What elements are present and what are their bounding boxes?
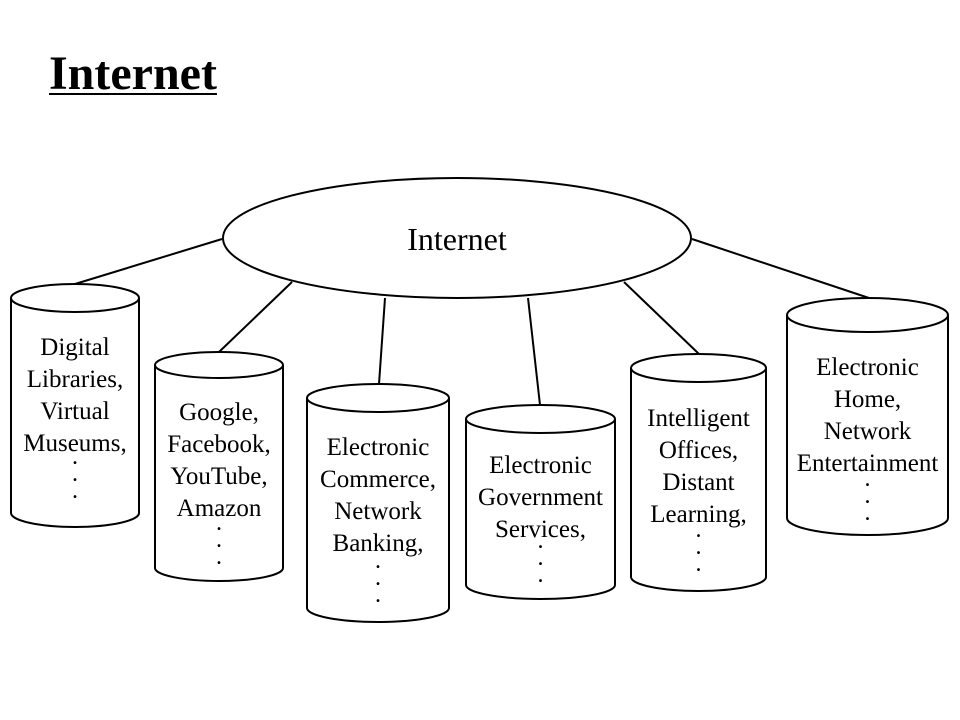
cylinder-body — [10, 298, 140, 528]
ellipsis-dot: . — [538, 545, 544, 571]
cylinder-top — [786, 297, 949, 333]
cylinder-label-line: Electronic — [327, 434, 430, 461]
cylinder-label-line: Intelligent — [647, 405, 750, 432]
cylinder-label-line: Commerce, — [320, 466, 436, 493]
connector-lines — [74, 238, 870, 406]
ellipsis-dot: . — [538, 562, 544, 588]
cylinder-label-line: Services, — [495, 516, 586, 543]
cylinder-body — [154, 365, 284, 582]
cylinder-body — [306, 398, 450, 623]
ellipsis-dot: . — [216, 544, 222, 570]
ellipsis-dot: . — [72, 461, 78, 487]
cylinder-electronic-government: ElectronicGovernmentServices,... — [465, 404, 616, 600]
cylinder-label-line: Learning, — [650, 501, 746, 528]
connector-intelligent-offices — [623, 281, 700, 355]
cylinder-label-line: Banking, — [333, 530, 424, 557]
ellipsis-dot: . — [865, 466, 871, 492]
cylinder-google-facebook: Google, Facebook, YouTube, Amazon... — [154, 351, 284, 582]
cylinder-top — [10, 283, 140, 313]
connector-electronic-commerce — [378, 297, 386, 385]
connector-google-facebook — [218, 281, 293, 353]
cylinder-label-line: Electronic — [816, 354, 919, 381]
service-cylinders: DigitalLibraries,VirtualMuseums,...Googl… — [10, 283, 949, 623]
cylinder-label-line: Network — [824, 418, 912, 445]
connector-electronic-government — [527, 297, 541, 406]
cylinder-body — [630, 368, 767, 592]
ellipsis-dot: . — [72, 478, 78, 504]
ellipsis-dot: . — [216, 510, 222, 536]
ellipsis-dot: . — [538, 528, 544, 554]
ellipsis-dot: . — [375, 582, 381, 608]
slide-title: Internet — [49, 47, 217, 100]
ellipsis-dot: . — [865, 500, 871, 526]
cylinder-top — [306, 383, 450, 413]
cylinder-label-line: Facebook, — [167, 431, 270, 458]
ellipsis-dot: . — [216, 527, 222, 553]
cylinder-label-line: Entertainment — [797, 450, 939, 477]
cylinder-label-line: Distant — [662, 469, 734, 496]
connector-electronic-home — [691, 238, 870, 299]
cylinder-label-line: Electronic — [489, 452, 592, 479]
cylinder-label-line: Network — [334, 498, 422, 525]
connector-digital-libraries — [74, 238, 223, 285]
ellipsis-dot: . — [72, 444, 78, 470]
cylinder-label-line: Home, — [834, 386, 901, 413]
internet-hub: Internet — [222, 177, 692, 299]
ellipsis-dot: . — [865, 483, 871, 509]
ellipsis-dot: . — [696, 517, 702, 543]
cylinder-label-line: Google, — [179, 399, 259, 426]
cylinder-label-line: Virtual — [40, 398, 109, 425]
cylinder-top — [154, 351, 284, 379]
internet-hub-label: Internet — [407, 221, 507, 257]
cylinder-top — [630, 353, 767, 383]
ellipsis-dot: . — [375, 565, 381, 591]
cylinder-top — [465, 404, 616, 434]
internet-hub-ellipse — [222, 177, 692, 299]
cylinder-label-line: Government — [478, 484, 603, 511]
cylinder-body — [786, 315, 949, 536]
cylinder-label-line: Digital — [40, 334, 109, 361]
ellipsis-dot: . — [696, 551, 702, 577]
cylinder-body — [465, 419, 616, 600]
cylinder-label-line: Museums, — [23, 430, 126, 457]
cylinder-label-line: Amazon — [177, 495, 262, 522]
ellipsis-dot: . — [696, 534, 702, 560]
cylinder-label-line: Offices, — [659, 437, 738, 464]
cylinder-label-line: Libraries, — [27, 366, 123, 393]
ellipsis-dot: . — [375, 548, 381, 574]
cylinder-label-line: YouTube, — [170, 463, 267, 490]
